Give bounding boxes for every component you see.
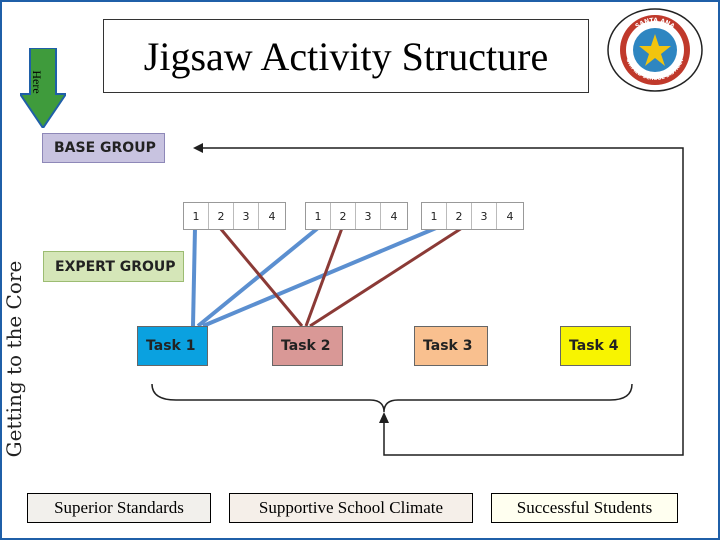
member-group-2: 1 2 3 4 <box>305 202 408 230</box>
line-task1-g1 <box>191 227 197 327</box>
task-4-box: Task 4 <box>560 326 631 366</box>
member-cell: 4 <box>506 209 514 223</box>
return-arrow-icon <box>193 143 203 153</box>
footer-supportive-climate: Supportive School Climate <box>229 493 473 523</box>
member-cell: 2 <box>331 203 356 229</box>
here-arrow-icon <box>18 47 68 130</box>
line-task2-g2 <box>304 227 344 327</box>
member-cell: 2 <box>209 203 234 229</box>
member-cell: 1 <box>184 203 209 229</box>
base-group-label: BASE GROUP <box>42 133 165 163</box>
member-cell: 1 <box>306 203 331 229</box>
footer-successful-students: Successful Students <box>491 493 678 523</box>
slide-title: Jigsaw Activity Structure <box>103 19 589 93</box>
tasks-brace <box>151 383 633 413</box>
task-1-box: Task 1 <box>137 326 208 366</box>
footer-superior-standards: Superior Standards <box>27 493 211 523</box>
return-path <box>200 147 684 456</box>
line-task2-g1 <box>218 227 304 327</box>
member-cell: 4 <box>390 209 398 223</box>
task-2-box: Task 2 <box>272 326 343 366</box>
member-group-3: 1 2 3 4 <box>421 202 524 230</box>
member-cell: 4 <box>268 209 276 223</box>
member-cell: 3 <box>234 203 259 229</box>
task-3-box: Task 3 <box>414 326 488 366</box>
member-cell: 2 <box>447 203 472 229</box>
member-group-1: 1 2 3 4 <box>183 202 286 230</box>
member-cell: 3 <box>472 203 497 229</box>
line-task2-g3 <box>309 226 463 328</box>
line-task1-g2 <box>196 226 320 328</box>
line-task1-g3 <box>202 226 437 328</box>
member-cell: 1 <box>422 203 447 229</box>
member-cell: 3 <box>356 203 381 229</box>
district-logo: SANTA ANA UNIFIED SCHOOL DISTRICT <box>605 6 705 94</box>
brace-arrow-icon <box>379 412 389 423</box>
expert-group-label: EXPERT GROUP <box>43 251 184 282</box>
